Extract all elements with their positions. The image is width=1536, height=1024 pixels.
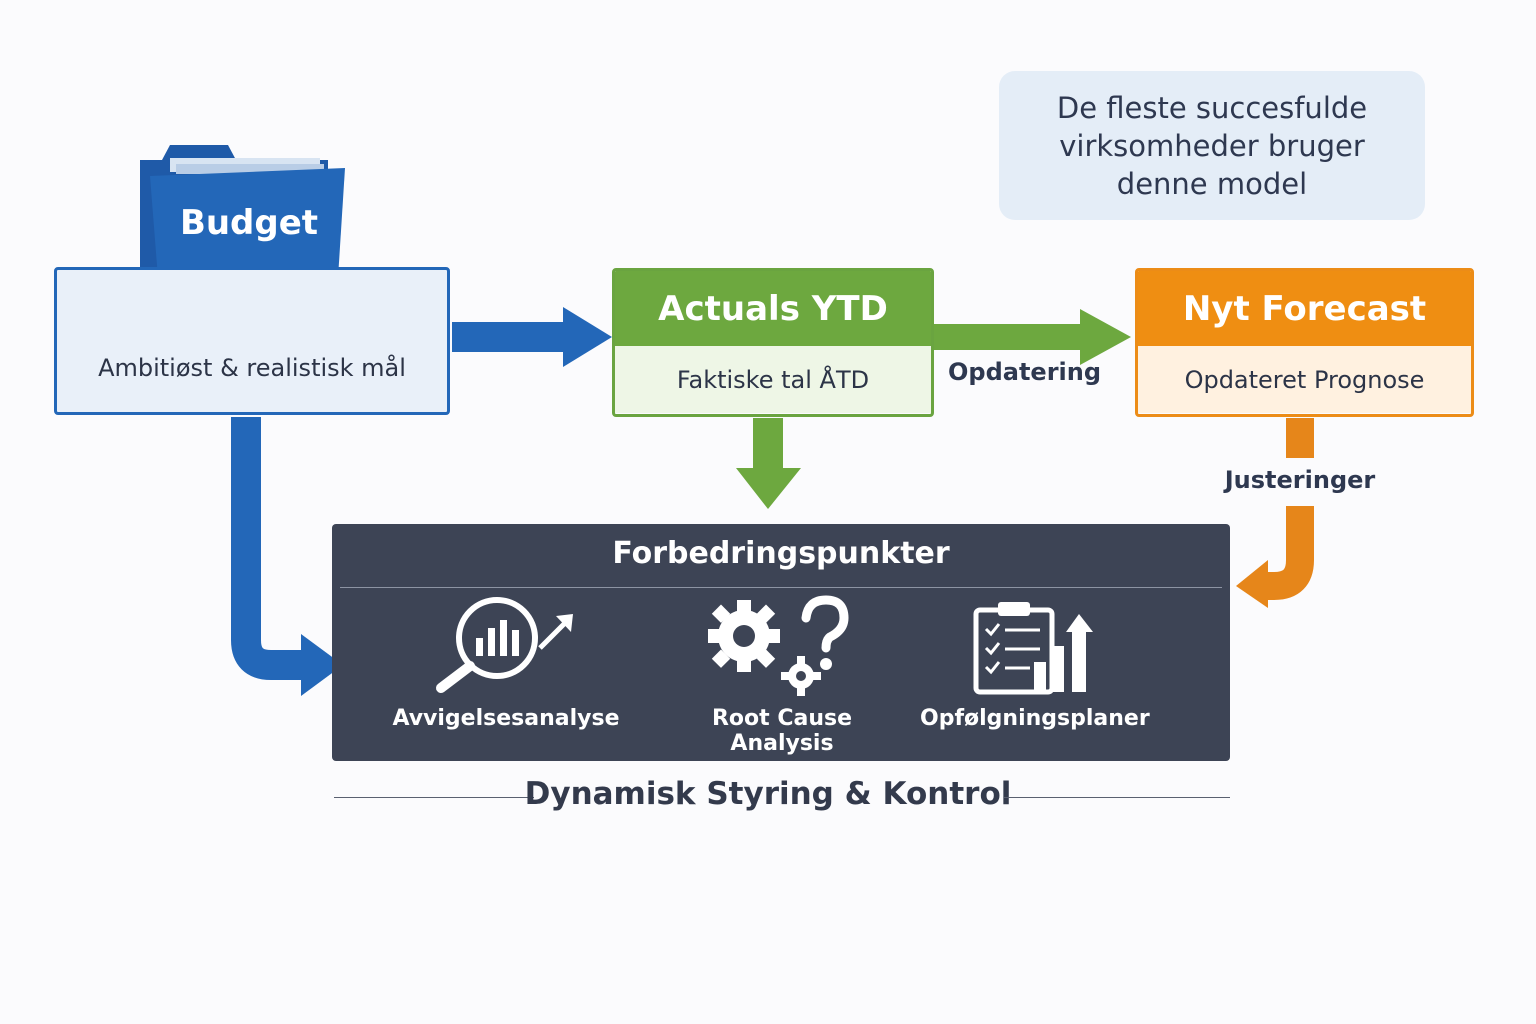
forecast-card: Nyt Forecast Opdateret Prognose xyxy=(1135,268,1474,417)
budget-title: Budget xyxy=(179,203,319,243)
budget-box: Ambitiøst & realistisk mål xyxy=(54,267,450,415)
improvement-item-avvigelsesanalyse: Avvigelsesanalyse xyxy=(392,706,620,731)
magnifier-chart-icon xyxy=(436,597,573,693)
gears-question-icon xyxy=(708,595,849,696)
arrow-actuals-to-panel xyxy=(736,418,801,509)
footer-rule-left xyxy=(334,797,534,798)
actuals-title: Actuals YTD xyxy=(615,271,931,346)
improvements-title: Forbedringspunkter xyxy=(612,536,950,571)
budget-description: Ambitiøst & realistisk mål xyxy=(98,354,406,382)
callout-line-1: De fleste succesfulde xyxy=(1056,90,1368,125)
footer-title: Dynamisk Styring & Kontrol xyxy=(524,776,1012,812)
success-callout: De fleste succesfulde virksomheder bruge… xyxy=(999,71,1425,220)
forecast-title: Nyt Forecast xyxy=(1138,271,1471,346)
panel-divider xyxy=(340,587,1222,588)
update-edge-label: Opdatering xyxy=(948,358,1102,386)
actuals-description: Faktiske tal ÅTD xyxy=(615,346,931,413)
arrow-forecast-to-panel xyxy=(1236,418,1314,608)
callout-line-2: virksomheder bruger xyxy=(1059,128,1365,163)
improvement-item-opfolgningsplaner: Opfølgningsplaner xyxy=(920,706,1150,731)
adjust-edge-label: Justeringer xyxy=(1224,466,1376,494)
folder-icon xyxy=(140,145,345,278)
forecast-description: Opdateret Prognose xyxy=(1138,346,1471,413)
callout-line-3: denne model xyxy=(1116,166,1308,201)
checklist-growth-icon xyxy=(973,602,1093,695)
improvement-item-root-cause: Root Cause Analysis xyxy=(711,706,852,756)
arrow-budget-to-actuals xyxy=(452,307,612,367)
footer-rule-right xyxy=(1004,797,1230,798)
actuals-card: Actuals YTD Faktiske tal ÅTD xyxy=(612,268,934,417)
arrow-actuals-to-forecast xyxy=(934,309,1131,365)
arrow-budget-to-panel xyxy=(231,417,343,696)
